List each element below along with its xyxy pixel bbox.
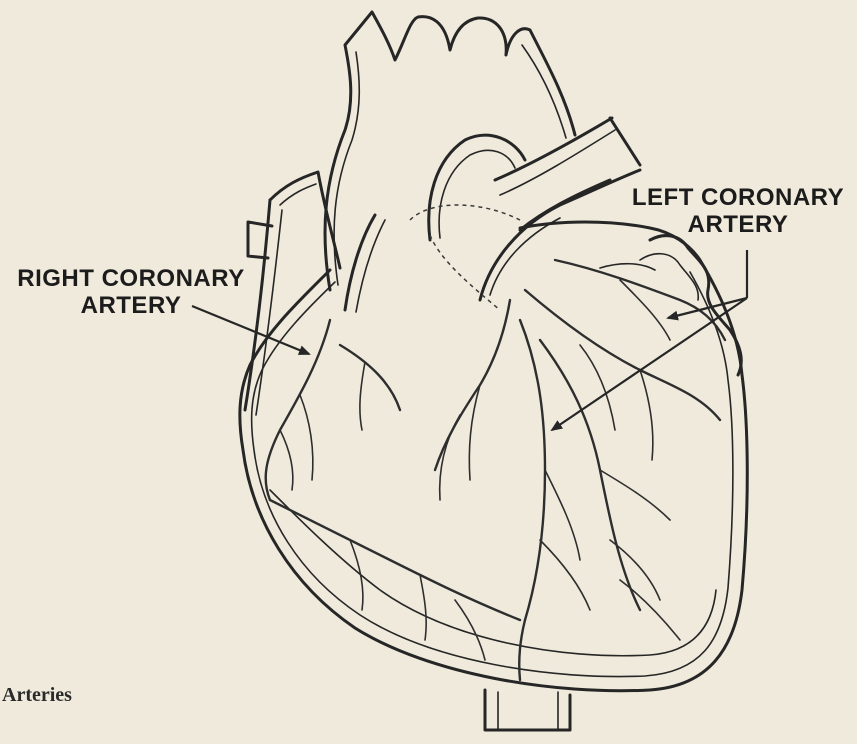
inferior-vena-cava	[485, 690, 570, 730]
pulmonary-artery	[410, 118, 640, 310]
left-coronary-artery-label: LEFT CORONARY ARTERY	[622, 184, 854, 238]
right-coronary-line1: RIGHT CORONARY	[0, 265, 262, 292]
right-coronary-artery-label: RIGHT CORONARY ARTERY	[0, 265, 262, 319]
coronary-vessels	[266, 260, 725, 680]
vena-cava	[245, 172, 385, 415]
left-coronary-line2: ARTERY	[622, 211, 854, 238]
aorta	[325, 12, 575, 290]
heart-outline	[240, 222, 747, 691]
right-coronary-line2: ARTERY	[0, 292, 262, 319]
left-coronary-line1: LEFT CORONARY	[622, 184, 854, 211]
figure-caption: Arteries	[2, 684, 72, 707]
